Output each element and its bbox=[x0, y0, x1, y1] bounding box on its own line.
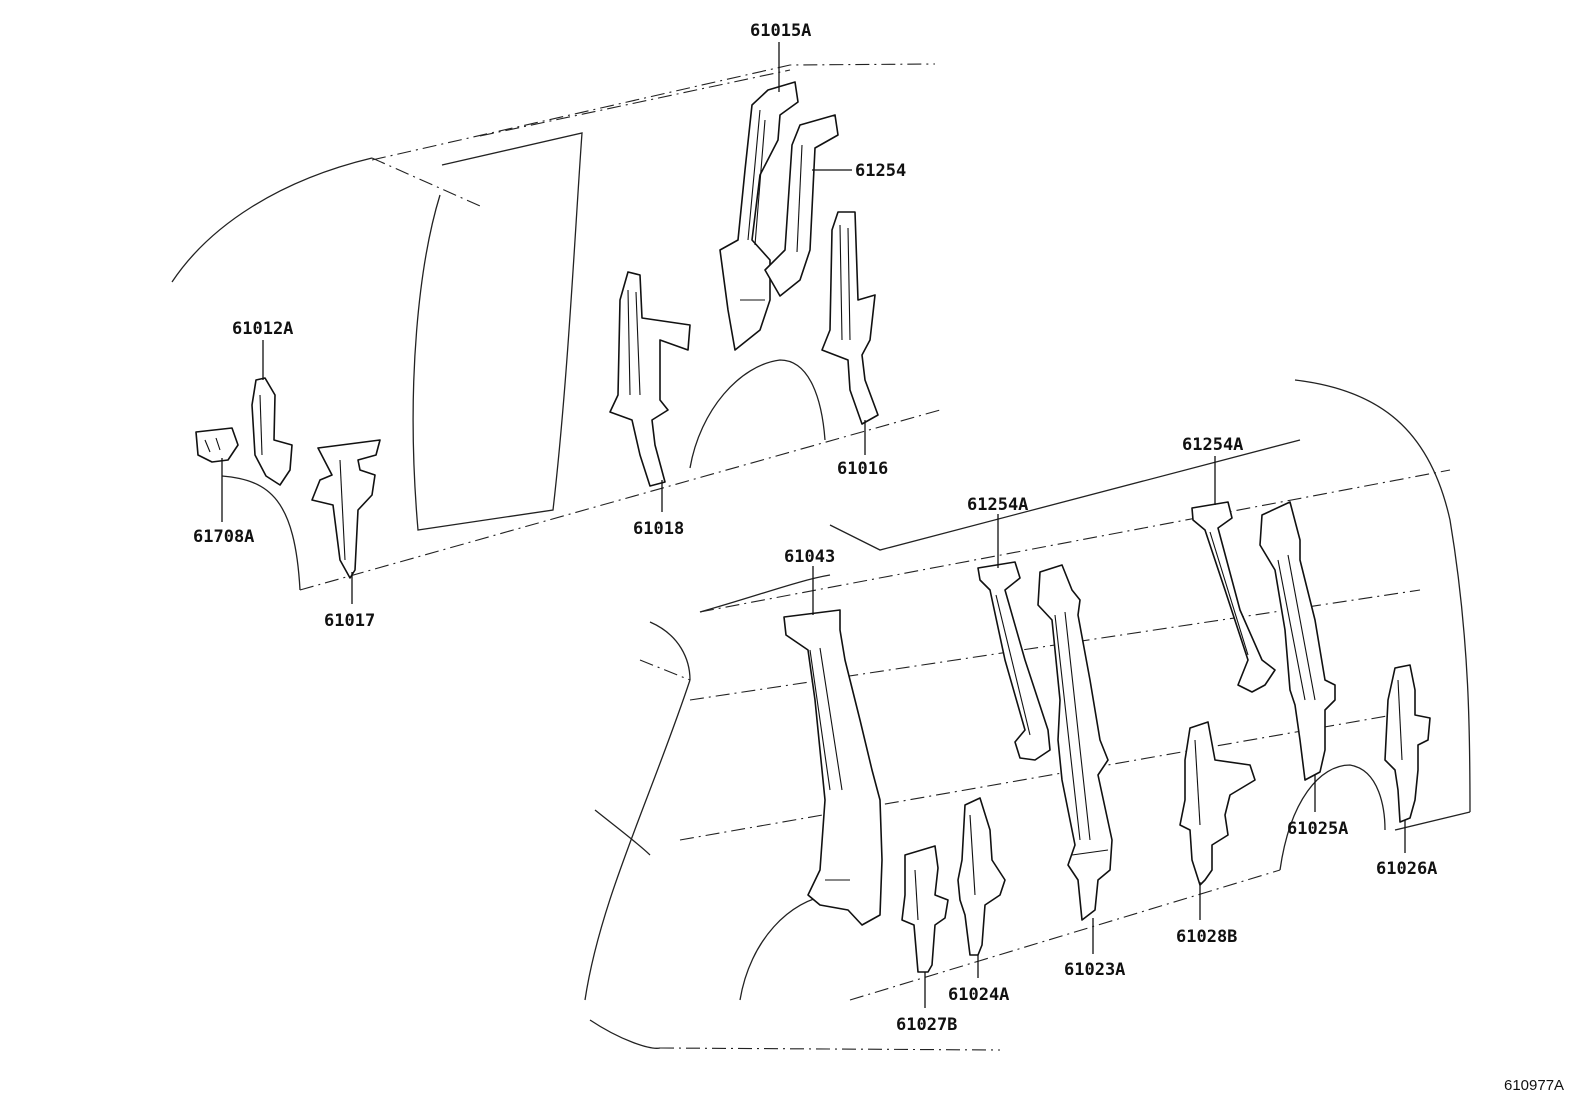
pillar-61024A bbox=[957, 797, 1006, 956]
bracket-61708A bbox=[195, 427, 239, 463]
pillar-61025A bbox=[1259, 501, 1336, 781]
pillar-61254 bbox=[764, 114, 839, 297]
pillar-61043 bbox=[783, 609, 883, 926]
part-label-61027B: 61027B bbox=[896, 1015, 957, 1035]
pillar-61028B bbox=[1179, 721, 1256, 886]
pillar-61012A bbox=[251, 377, 293, 486]
diagram-reference-code: 610977A bbox=[1504, 1077, 1564, 1094]
part-label-61024A: 61024A bbox=[948, 985, 1009, 1005]
pillar-61027B bbox=[901, 845, 949, 973]
pillar-61023A bbox=[1037, 564, 1113, 921]
part-label-61015A: 61015A bbox=[750, 21, 811, 41]
pillar-61015A bbox=[719, 81, 799, 351]
pillar-61026A bbox=[1384, 664, 1431, 823]
part-label-61018: 61018 bbox=[633, 519, 684, 539]
part-label-61016: 61016 bbox=[837, 459, 888, 479]
leader-lines bbox=[221, 42, 1406, 1008]
part-label-61023A: 61023A bbox=[1064, 960, 1125, 980]
pillar-61254A-1 bbox=[977, 561, 1051, 761]
part-label-61028B: 61028B bbox=[1176, 927, 1237, 947]
part-label-61043: 61043 bbox=[784, 547, 835, 567]
part-label-61254A: 61254A bbox=[967, 495, 1028, 515]
part-label-61254A: 61254A bbox=[1182, 435, 1243, 455]
pillar-61018 bbox=[609, 271, 691, 487]
pillar-61017 bbox=[311, 439, 381, 579]
part-label-61012A: 61012A bbox=[232, 319, 293, 339]
part-labels: 61015A 61254 61012A 61016 61018 61708A 6… bbox=[193, 21, 1437, 1035]
part-label-61254: 61254 bbox=[855, 161, 906, 181]
part-label-61708A: 61708A bbox=[193, 527, 254, 547]
part-label-61025A: 61025A bbox=[1287, 819, 1348, 839]
pillar-61254A-2 bbox=[1191, 501, 1276, 693]
pillar-61016 bbox=[821, 211, 879, 425]
part-label-61026A: 61026A bbox=[1376, 859, 1437, 879]
upper-body-outline bbox=[171, 63, 941, 591]
part-label-61017: 61017 bbox=[324, 611, 375, 631]
